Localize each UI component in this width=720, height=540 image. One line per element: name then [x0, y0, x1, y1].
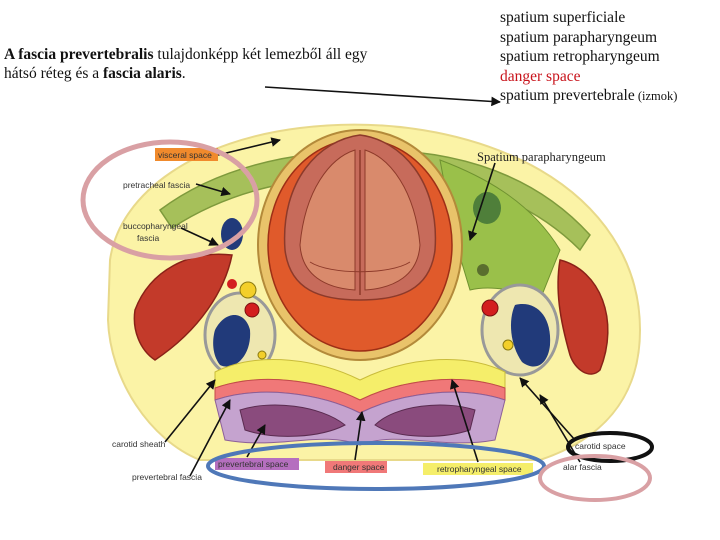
label-spatium-parapharyngeum: Spatium parapharyngeum	[477, 150, 606, 164]
label-visceral-space: visceral space	[158, 150, 212, 160]
label-danger-space: danger space	[333, 462, 385, 472]
label-alar-fascia: alar fascia	[563, 462, 602, 472]
label-buccopharyngeal-2: fascia	[137, 233, 159, 243]
label-carotid-space: carotid space	[575, 441, 626, 451]
label-prevertebral-space: prevertebral space	[218, 459, 289, 469]
label-pretracheal-fascia: pretracheal fascia	[123, 180, 190, 190]
label-retropharyngeal-space: retropharyngeal space	[437, 464, 522, 474]
label-buccopharyngeal-1: buccopharyngeal	[123, 221, 188, 231]
small-vessel-green	[477, 264, 489, 276]
label-carotid-sheath: carotid sheath	[112, 439, 166, 449]
